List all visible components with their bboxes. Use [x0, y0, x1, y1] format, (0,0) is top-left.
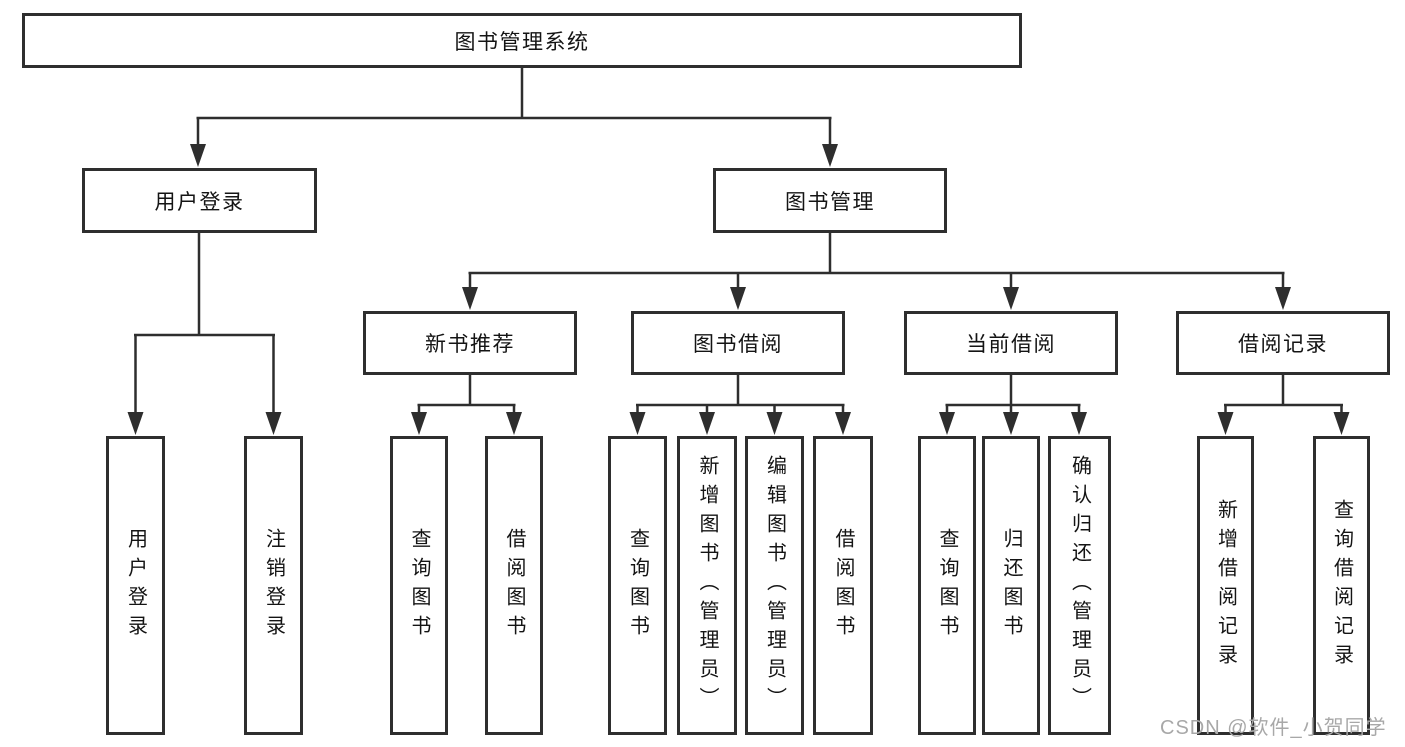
node-leaf-borrow-books-1-label: 借阅图书 — [503, 527, 525, 644]
node-leaf-user-login-label: 用户登录 — [124, 527, 147, 644]
node-leaf-borrow-books-2-label: 借阅图书 — [832, 527, 854, 644]
node-leaf-return-book: 归还图书 — [982, 436, 1040, 735]
node-leaf-query-borrow-record-label: 查询借阅记录 — [1330, 498, 1353, 673]
node-book-management-label: 图书管理 — [785, 190, 875, 214]
node-leaf-edit-book-admin-label: 编辑图书（管理员） — [763, 455, 786, 716]
node-borrowing-records-label: 借阅记录 — [1238, 333, 1328, 356]
node-new-book-recommend-label: 新书推荐 — [425, 333, 515, 356]
node-leaf-query-books-2: 查询图书 — [608, 436, 667, 735]
node-borrowing-records: 借阅记录 — [1176, 311, 1390, 375]
node-leaf-query-books-3-label: 查询图书 — [936, 527, 958, 644]
node-leaf-borrow-books-2: 借阅图书 — [813, 436, 873, 735]
node-leaf-add-book-admin-label: 新增图书（管理员） — [696, 455, 718, 716]
node-leaf-query-borrow-record: 查询借阅记录 — [1313, 436, 1370, 735]
node-book-borrowing-label: 图书借阅 — [693, 333, 783, 356]
node-leaf-add-borrow-record: 新增借阅记录 — [1197, 436, 1254, 735]
node-leaf-query-books-3: 查询图书 — [918, 436, 976, 735]
node-leaf-add-book-admin: 新增图书（管理员） — [677, 436, 737, 735]
node-library-system: 图书管理系统 — [22, 13, 1022, 68]
arrowheads — [127, 144, 1350, 435]
node-leaf-confirm-return-admin: 确认归还（管理员） — [1048, 436, 1111, 735]
node-leaf-edit-book-admin: 编辑图书（管理员） — [745, 436, 804, 735]
node-leaf-query-books-1: 查询图书 — [390, 436, 448, 735]
node-user-login-label: 用户登录 — [154, 190, 245, 214]
node-current-borrowing: 当前借阅 — [904, 311, 1118, 375]
node-leaf-add-borrow-record-label: 新增借阅记录 — [1214, 498, 1237, 673]
node-leaf-user-login: 用户登录 — [106, 436, 165, 735]
node-current-borrowing-label: 当前借阅 — [966, 333, 1056, 356]
node-leaf-confirm-return-admin-label: 确认归还（管理员） — [1068, 455, 1091, 716]
node-leaf-logout-label: 注销登录 — [262, 527, 285, 644]
node-user-login: 用户登录 — [82, 168, 317, 233]
node-leaf-query-books-2-label: 查询图书 — [626, 527, 649, 644]
node-leaf-query-books-1-label: 查询图书 — [408, 527, 430, 644]
node-library-system-label: 图书管理系统 — [454, 30, 590, 54]
node-leaf-borrow-books-1: 借阅图书 — [485, 436, 543, 735]
node-leaf-logout: 注销登录 — [244, 436, 303, 735]
node-leaf-return-book-label: 归还图书 — [1000, 527, 1022, 644]
node-book-borrowing: 图书借阅 — [631, 311, 845, 375]
node-book-management: 图书管理 — [713, 168, 947, 233]
watermark: CSDN @软件_小贺同学 — [1160, 717, 1387, 739]
node-new-book-recommend: 新书推荐 — [363, 311, 577, 375]
